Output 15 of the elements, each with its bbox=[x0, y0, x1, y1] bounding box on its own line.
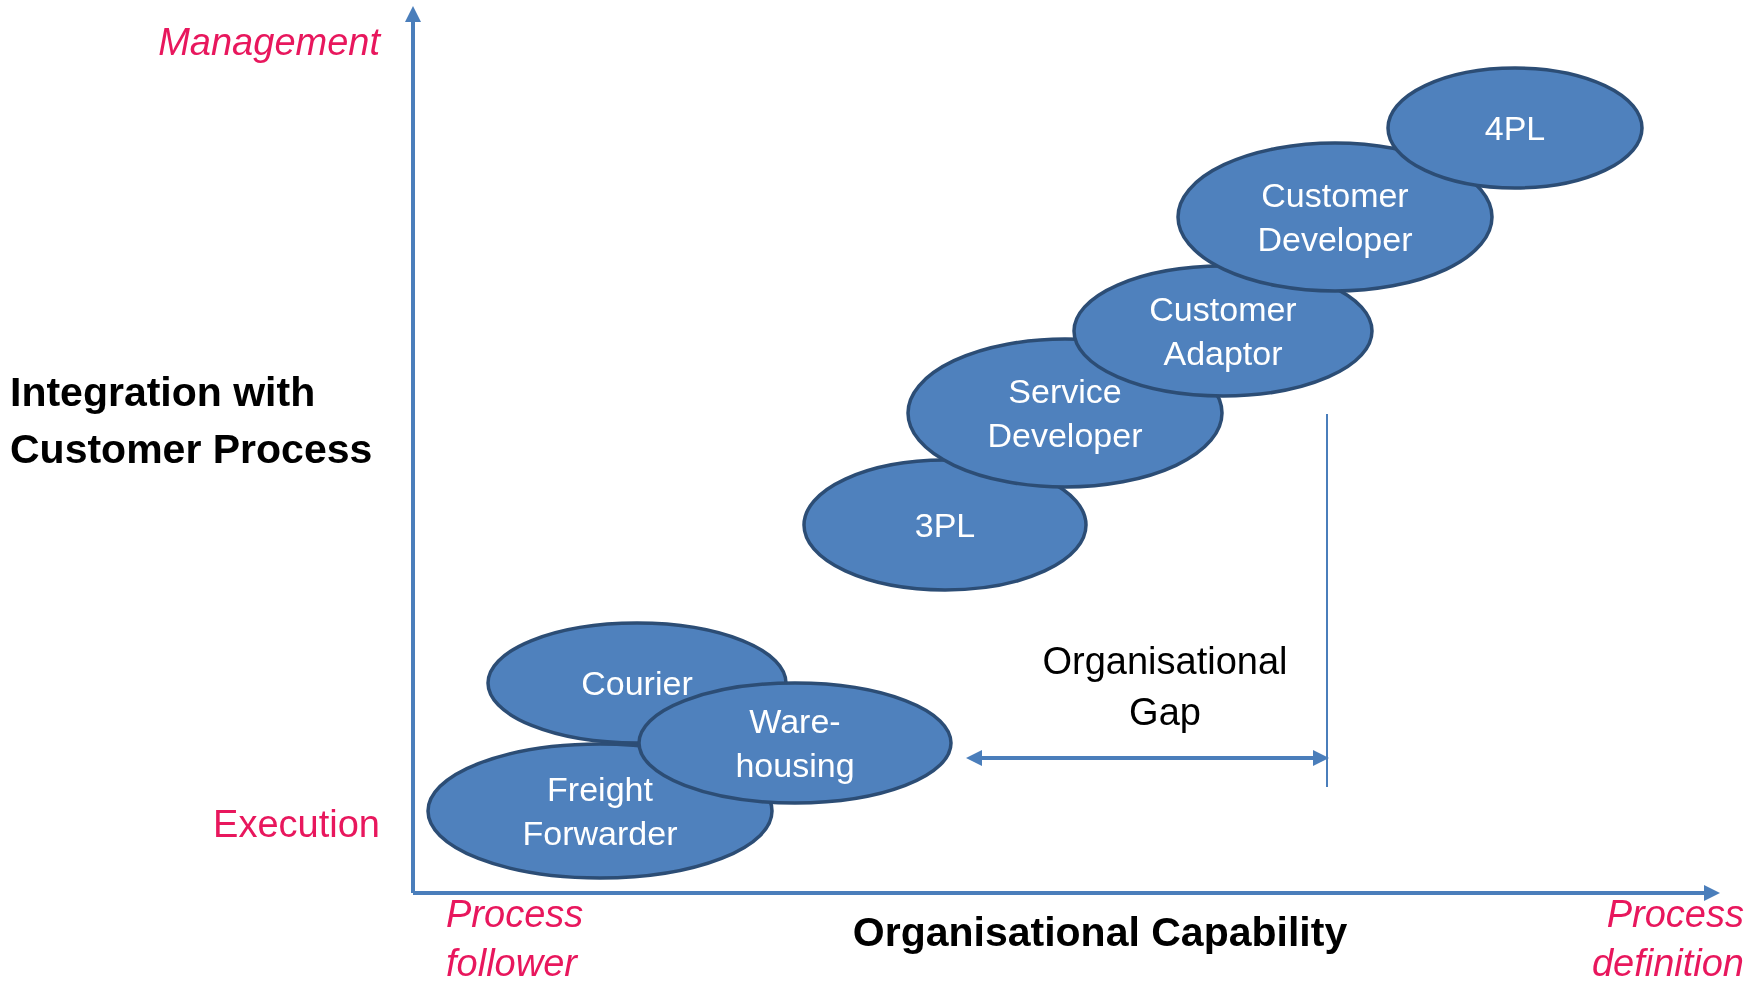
ellipse-label: Ware- housing bbox=[734, 700, 856, 786]
ellipse-label: Customer Adaptor bbox=[1148, 288, 1298, 374]
ellipse-label: Customer Developer bbox=[1256, 174, 1414, 260]
axis-title: Organisational Capability bbox=[851, 908, 1349, 957]
ellipse-label: 4PL bbox=[1483, 107, 1547, 149]
axis-title: Integration with Customer Process bbox=[10, 368, 374, 475]
ellipse-label: Service Developer bbox=[986, 370, 1144, 456]
ellipse-label: Courier bbox=[580, 662, 694, 704]
ellipse-label: 3PL bbox=[913, 504, 977, 546]
scale-label: Management bbox=[157, 20, 380, 65]
scale-label: Execution bbox=[212, 802, 380, 847]
scale-label: Process follower bbox=[446, 892, 585, 987]
ellipse-label: Freight Forwarder bbox=[521, 768, 679, 854]
scale-label: Process definition bbox=[1590, 892, 1744, 987]
gap-label: Organisational Gap bbox=[1041, 639, 1289, 736]
